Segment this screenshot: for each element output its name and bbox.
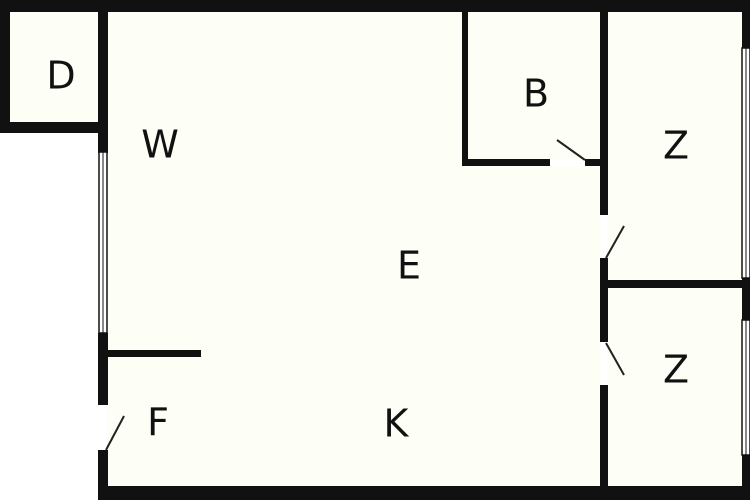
wall-bedroom-divider-middle: [600, 258, 608, 342]
wall-right-bottom: [742, 455, 750, 500]
door-bathroom-leaf: [556, 139, 586, 161]
wall-bedroom-divider-bottom: [600, 385, 608, 500]
wall-b-bottom-left: [462, 159, 550, 166]
room-label-d: D: [46, 54, 75, 98]
wall-b-left: [462, 0, 468, 166]
door-bathroom-opening: [550, 159, 585, 166]
door-bedroom-lower-opening: [601, 342, 607, 385]
wall-right-d: [98, 0, 108, 153]
wall-right-top: [742, 0, 750, 48]
wall-bottom-d: [0, 122, 108, 133]
wall-bedroom-divider-top: [600, 0, 608, 215]
door-bedroom-upper-opening: [601, 215, 607, 258]
door-entrance-leaf: [105, 415, 125, 451]
floor-areas: [7, 10, 750, 490]
door-entrance-opening: [99, 405, 107, 450]
room-label-w: W: [141, 123, 179, 167]
room-labels: D W B Z E Z F K: [46, 54, 689, 446]
wall-b-bottom-right: [585, 159, 607, 166]
wall-kitchen-partition: [104, 350, 201, 357]
windows: [98, 47, 750, 456]
room-label-z-lower: Z: [663, 348, 689, 392]
wall-right-middle: [742, 278, 750, 320]
door-bedroom-upper-leaf: [605, 225, 625, 259]
wall-between-bedrooms: [600, 280, 750, 288]
wall-left-upper: [98, 122, 108, 152]
room-label-e: E: [397, 244, 421, 288]
wall-left-lower: [98, 450, 108, 500]
room-label-b: B: [523, 72, 549, 116]
wall-bottom: [98, 486, 750, 500]
room-label-k: K: [384, 402, 410, 446]
room-label-f: F: [147, 401, 169, 445]
wall-left-d: [0, 0, 10, 133]
floor-main: [104, 10, 750, 490]
wall-top: [0, 0, 750, 12]
floor-d: [7, 10, 102, 124]
doors: [99, 139, 625, 451]
room-label-z-upper: Z: [663, 124, 689, 168]
door-bedroom-lower-leaf: [605, 342, 625, 376]
wall-left-middle: [98, 333, 108, 405]
